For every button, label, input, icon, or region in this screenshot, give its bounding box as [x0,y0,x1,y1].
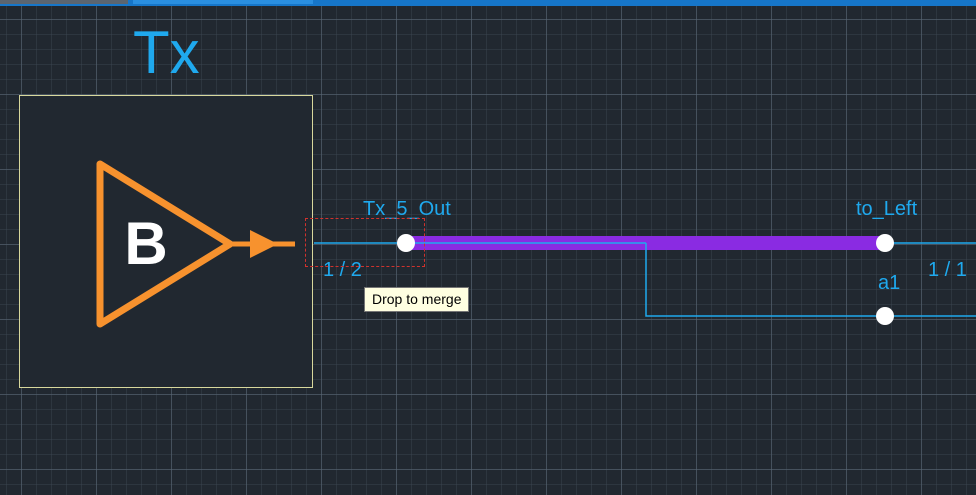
buffer-amplifier-icon [96,160,295,328]
target-bottom-label[interactable]: a1 [878,272,901,294]
tab-indicator-left[interactable] [0,0,128,4]
target-ratio-label: 1 / 1 [928,259,967,281]
source-port-label: 1 / 2 [323,259,362,281]
block-title: Tx [133,19,200,86]
window-top-bar [0,0,976,6]
target-top-label[interactable]: to_Left [856,198,918,220]
block-symbol: B [96,160,295,328]
wire-node-to-left[interactable] [876,234,894,252]
wire-node-source[interactable] [397,234,415,252]
output-arrow-icon [250,230,278,258]
tx-block[interactable]: B [19,95,313,388]
block-letter: B [124,210,167,277]
tab-indicator-active[interactable] [133,0,313,4]
source-net-label[interactable]: Tx_5_Out [363,198,451,220]
drop-target-box[interactable] [305,218,425,267]
wire-node-a1[interactable] [876,307,894,325]
branch-wire[interactable] [645,243,885,317]
drop-tooltip: Drop to merge [364,287,470,312]
